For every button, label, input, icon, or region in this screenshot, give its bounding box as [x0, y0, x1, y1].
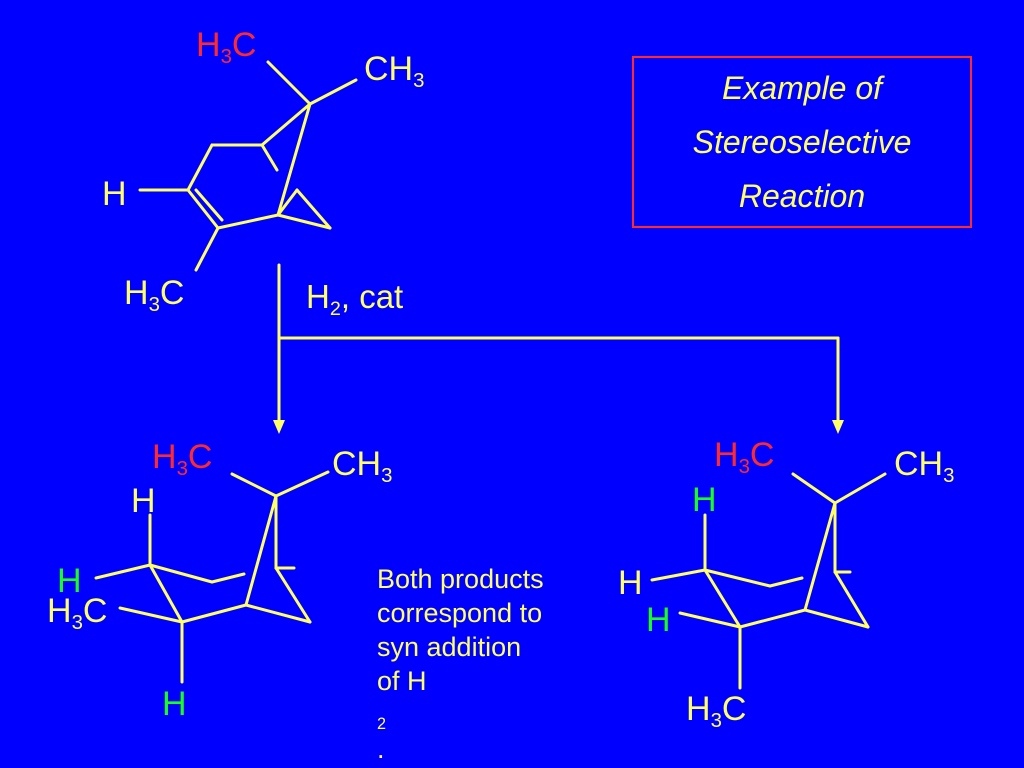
reactant-ch3-label: CH3	[364, 50, 425, 93]
right-product-added-hydrogen-2-label: H	[646, 601, 671, 639]
left-product-added-hydrogen-2-label: H	[162, 685, 187, 723]
right-product-ch3-label: CH3	[894, 445, 955, 488]
left-product-structure	[94, 470, 330, 684]
title-line-1: Example of	[721, 70, 883, 106]
note-line-1: Both products	[377, 564, 544, 594]
reactant-hydrogen-label: H	[102, 175, 127, 213]
syn-addition-note: Both products correspond to syn addition…	[377, 562, 607, 766]
left-product-added-hydrogen-1-label: H	[57, 562, 82, 600]
note-line-2: correspond to	[377, 598, 543, 628]
right-product-hydrogen-left-label: H	[618, 564, 643, 602]
right-product-methyl-bottom-label: H3C	[686, 690, 747, 733]
left-product-methyl-top-label: H3C	[152, 438, 213, 481]
title-box: Example of Stereoselective Reaction	[632, 56, 972, 228]
title-line-2: Stereoselective	[692, 124, 912, 160]
right-product-structure	[650, 472, 887, 690]
title-line-3: Reaction	[738, 178, 866, 214]
left-product-ch3-label: CH3	[332, 445, 393, 488]
reaction-arrows	[277, 263, 840, 424]
left-product-methyl-bottom-label: H3C	[47, 592, 108, 635]
reactant-structure	[138, 60, 358, 272]
right-product-methyl-top-label: H3C	[714, 436, 775, 479]
reactant-methyl-top-label: H3C	[196, 26, 257, 69]
reactant-methyl-bottom-label: H3C	[124, 274, 185, 317]
reagent-label: H2, cat	[306, 278, 404, 320]
note-line-3: syn addition	[377, 632, 522, 662]
arrowheads	[273, 420, 844, 434]
right-product-added-hydrogen-1-label: H	[692, 481, 717, 519]
left-product-hydrogen-top-label: H	[131, 482, 156, 520]
